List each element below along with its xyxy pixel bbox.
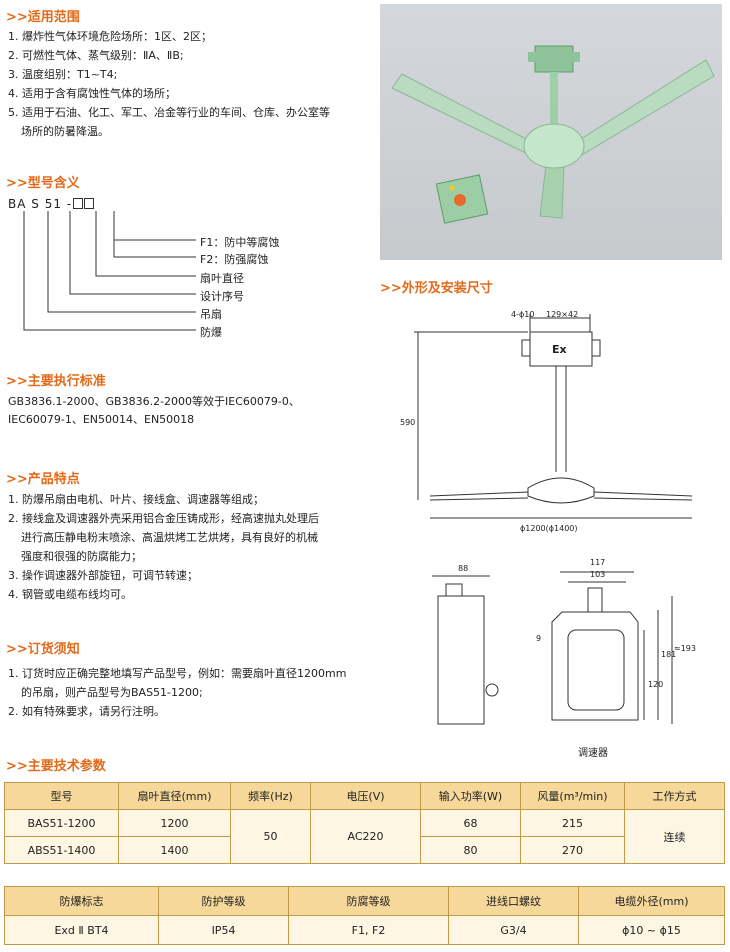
dim-9: 9: [536, 634, 542, 643]
dim-193: ≈193: [674, 644, 696, 653]
dim-117: 117: [590, 558, 606, 567]
table-cell: G3/4: [448, 915, 579, 945]
table-cell: AC220: [310, 809, 421, 864]
table-cell: 连续: [624, 809, 725, 864]
table-cell: 80: [420, 836, 521, 864]
dim-box: 129×42: [546, 310, 579, 319]
model-code: BA S 51 -: [8, 197, 95, 211]
product-photo: [380, 4, 722, 260]
features-list: 1. 防爆吊扇由电机、叶片、接线盒、调速器等组成； 2. 接线盒及调速器外壳采用…: [8, 490, 319, 604]
drawing-caption: 调速器: [578, 748, 608, 759]
section-title-scope: >>适用范围: [6, 10, 80, 25]
list-item: 1. 订货时应正确完整地填写产品型号，例如：需要扇叶直径1200mm: [8, 667, 347, 680]
table-cell: 270: [520, 836, 625, 864]
code-box: [73, 198, 84, 209]
table-cell: 68: [420, 809, 521, 837]
header-cell: 频率(Hz): [230, 782, 311, 810]
dimension-drawing: [414, 314, 693, 725]
header-cell: 风量(m³/min): [520, 782, 625, 810]
scope-list: 1. 爆炸性气体环境危险场所：1区、2区； 2. 可燃性气体、蒸气级别：ⅡA、Ⅱ…: [8, 27, 330, 141]
dim-height: 590: [400, 418, 416, 427]
ceiling-fan-image: [391, 45, 715, 224]
table-cell: 1200: [118, 809, 231, 837]
list-item: 1. 防爆吊扇由电机、叶片、接线盒、调速器等组成；: [8, 493, 264, 506]
table-row: Exd Ⅱ BT4 IP54 F1, F2 G3/4 ϕ10 ~ ϕ15: [4, 915, 725, 945]
list-item: 2. 如有特殊要求，请另行注明。: [8, 705, 165, 718]
table-cell: ϕ10 ~ ϕ15: [578, 915, 725, 945]
model-code-diagram: [23, 211, 196, 331]
section-title-standards: >>主要执行标准: [6, 374, 106, 389]
table-cell: ABS51-1400: [4, 836, 119, 864]
dim-88: 88: [458, 564, 469, 573]
table-cell: 50: [230, 809, 311, 864]
section-title-model: >>型号含义: [6, 176, 80, 191]
dim-diameter: ϕ1200(ϕ1400): [520, 524, 578, 533]
standards-line: GB3836.1-2000、GB3836.2-2000等效于IEC60079-0…: [8, 395, 300, 408]
header-cell: 扇叶直径(mm): [118, 782, 231, 810]
section-title-ordering: >>订货须知: [6, 642, 80, 657]
list-item: 的吊扇，则产品型号为BAS51-1200;: [21, 686, 203, 699]
list-item: 2. 接线盒及调速器外壳采用铝合金压铸成形，经高速抛丸处理后: [8, 512, 319, 525]
list-item: 4. 适用于含有腐蚀性气体的场所；: [8, 87, 176, 100]
table-cell: 1400: [118, 836, 231, 864]
header-cell: 工作方式: [624, 782, 725, 810]
section-title-features: >>产品特点: [6, 472, 80, 487]
table-header-row: 型号 扇叶直径(mm) 频率(Hz) 电压(V) 输入功率(W) 风量(m³/m…: [4, 782, 725, 810]
code-label-diameter: 扇叶直径: [200, 272, 244, 285]
table-header-row: 防爆标志 防护等级 防腐等级 进线口螺纹 电缆外径(mm): [4, 886, 725, 916]
table-cell: 215: [520, 809, 625, 837]
params-table-2: 防爆标志 防护等级 防腐等级 进线口螺纹 电缆外径(mm) Exd Ⅱ BT4 …: [4, 886, 725, 945]
section-title-drawing: >>外形及安装尺寸: [380, 281, 493, 296]
list-item: 场所的防暑降温。: [21, 125, 109, 138]
table-row: ABS51-1400 1400 80 270: [4, 836, 725, 864]
list-item: 进行高压静电粉末喷涂、高温烘烤工艺烘烤，具有良好的机械: [21, 531, 318, 544]
model-code-text: BA S 51 -: [8, 197, 73, 211]
list-item: 5. 适用于石油、化工、军工、冶金等行业的车间、仓库、办公室等: [8, 106, 330, 119]
list-item: 4. 钢管或电缆布线均可。: [8, 588, 132, 601]
list-item: 1. 爆炸性气体环境危险场所：1区、2区；: [8, 30, 212, 43]
header-cell: 型号: [4, 782, 119, 810]
header-cell: 防腐等级: [288, 886, 449, 916]
list-item: 2. 可燃性气体、蒸气级别：ⅡA、ⅡB;: [8, 49, 184, 62]
header-cell: 输入功率(W): [420, 782, 521, 810]
standards-line: IEC60079-1、EN50014、EN50018: [8, 413, 195, 426]
header-cell: 电缆外径(mm): [578, 886, 725, 916]
header-cell: 防护等级: [158, 886, 289, 916]
code-label-f2: F2：防强腐蚀: [200, 253, 269, 266]
dim-120: 120: [648, 680, 664, 689]
list-item: 3. 操作调速器外部旋钮，可调节转速；: [8, 569, 198, 582]
list-item: 强度和很强的防腐能力；: [21, 550, 142, 563]
section-title-params: >>主要技术参数: [6, 759, 106, 774]
params-table: 型号 扇叶直径(mm) 频率(Hz) 电压(V) 输入功率(W) 风量(m³/m…: [4, 782, 725, 864]
dim-holes: 4-ϕ10: [511, 310, 535, 319]
code-label-series: 设计序号: [200, 290, 244, 303]
ex-mark: Ex: [552, 343, 567, 356]
dim-181: 181: [661, 650, 677, 659]
list-item: 3. 温度组别：T1~T4;: [8, 68, 118, 81]
table-cell: Exd Ⅱ BT4: [4, 915, 159, 945]
table-cell: IP54: [158, 915, 289, 945]
header-cell: 进线口螺纹: [448, 886, 579, 916]
code-label-f1: F1：防中等腐蚀: [200, 236, 280, 249]
header-cell: 电压(V): [310, 782, 421, 810]
table-cell: BAS51-1200: [4, 809, 119, 837]
table-cell: F1, F2: [288, 915, 449, 945]
table-row: BAS51-1200 1200 50 AC220 68 215 连续: [4, 809, 725, 864]
code-label-explosion-proof: 防爆: [200, 326, 222, 339]
code-label-ceiling-fan: 吊扇: [200, 308, 222, 321]
ordering-list: 1. 订货时应正确完整地填写产品型号，例如：需要扇叶直径1200mm 的吊扇，则…: [8, 664, 346, 721]
dim-103: 103: [590, 570, 606, 579]
header-cell: 防爆标志: [4, 886, 159, 916]
code-box: [84, 198, 95, 209]
